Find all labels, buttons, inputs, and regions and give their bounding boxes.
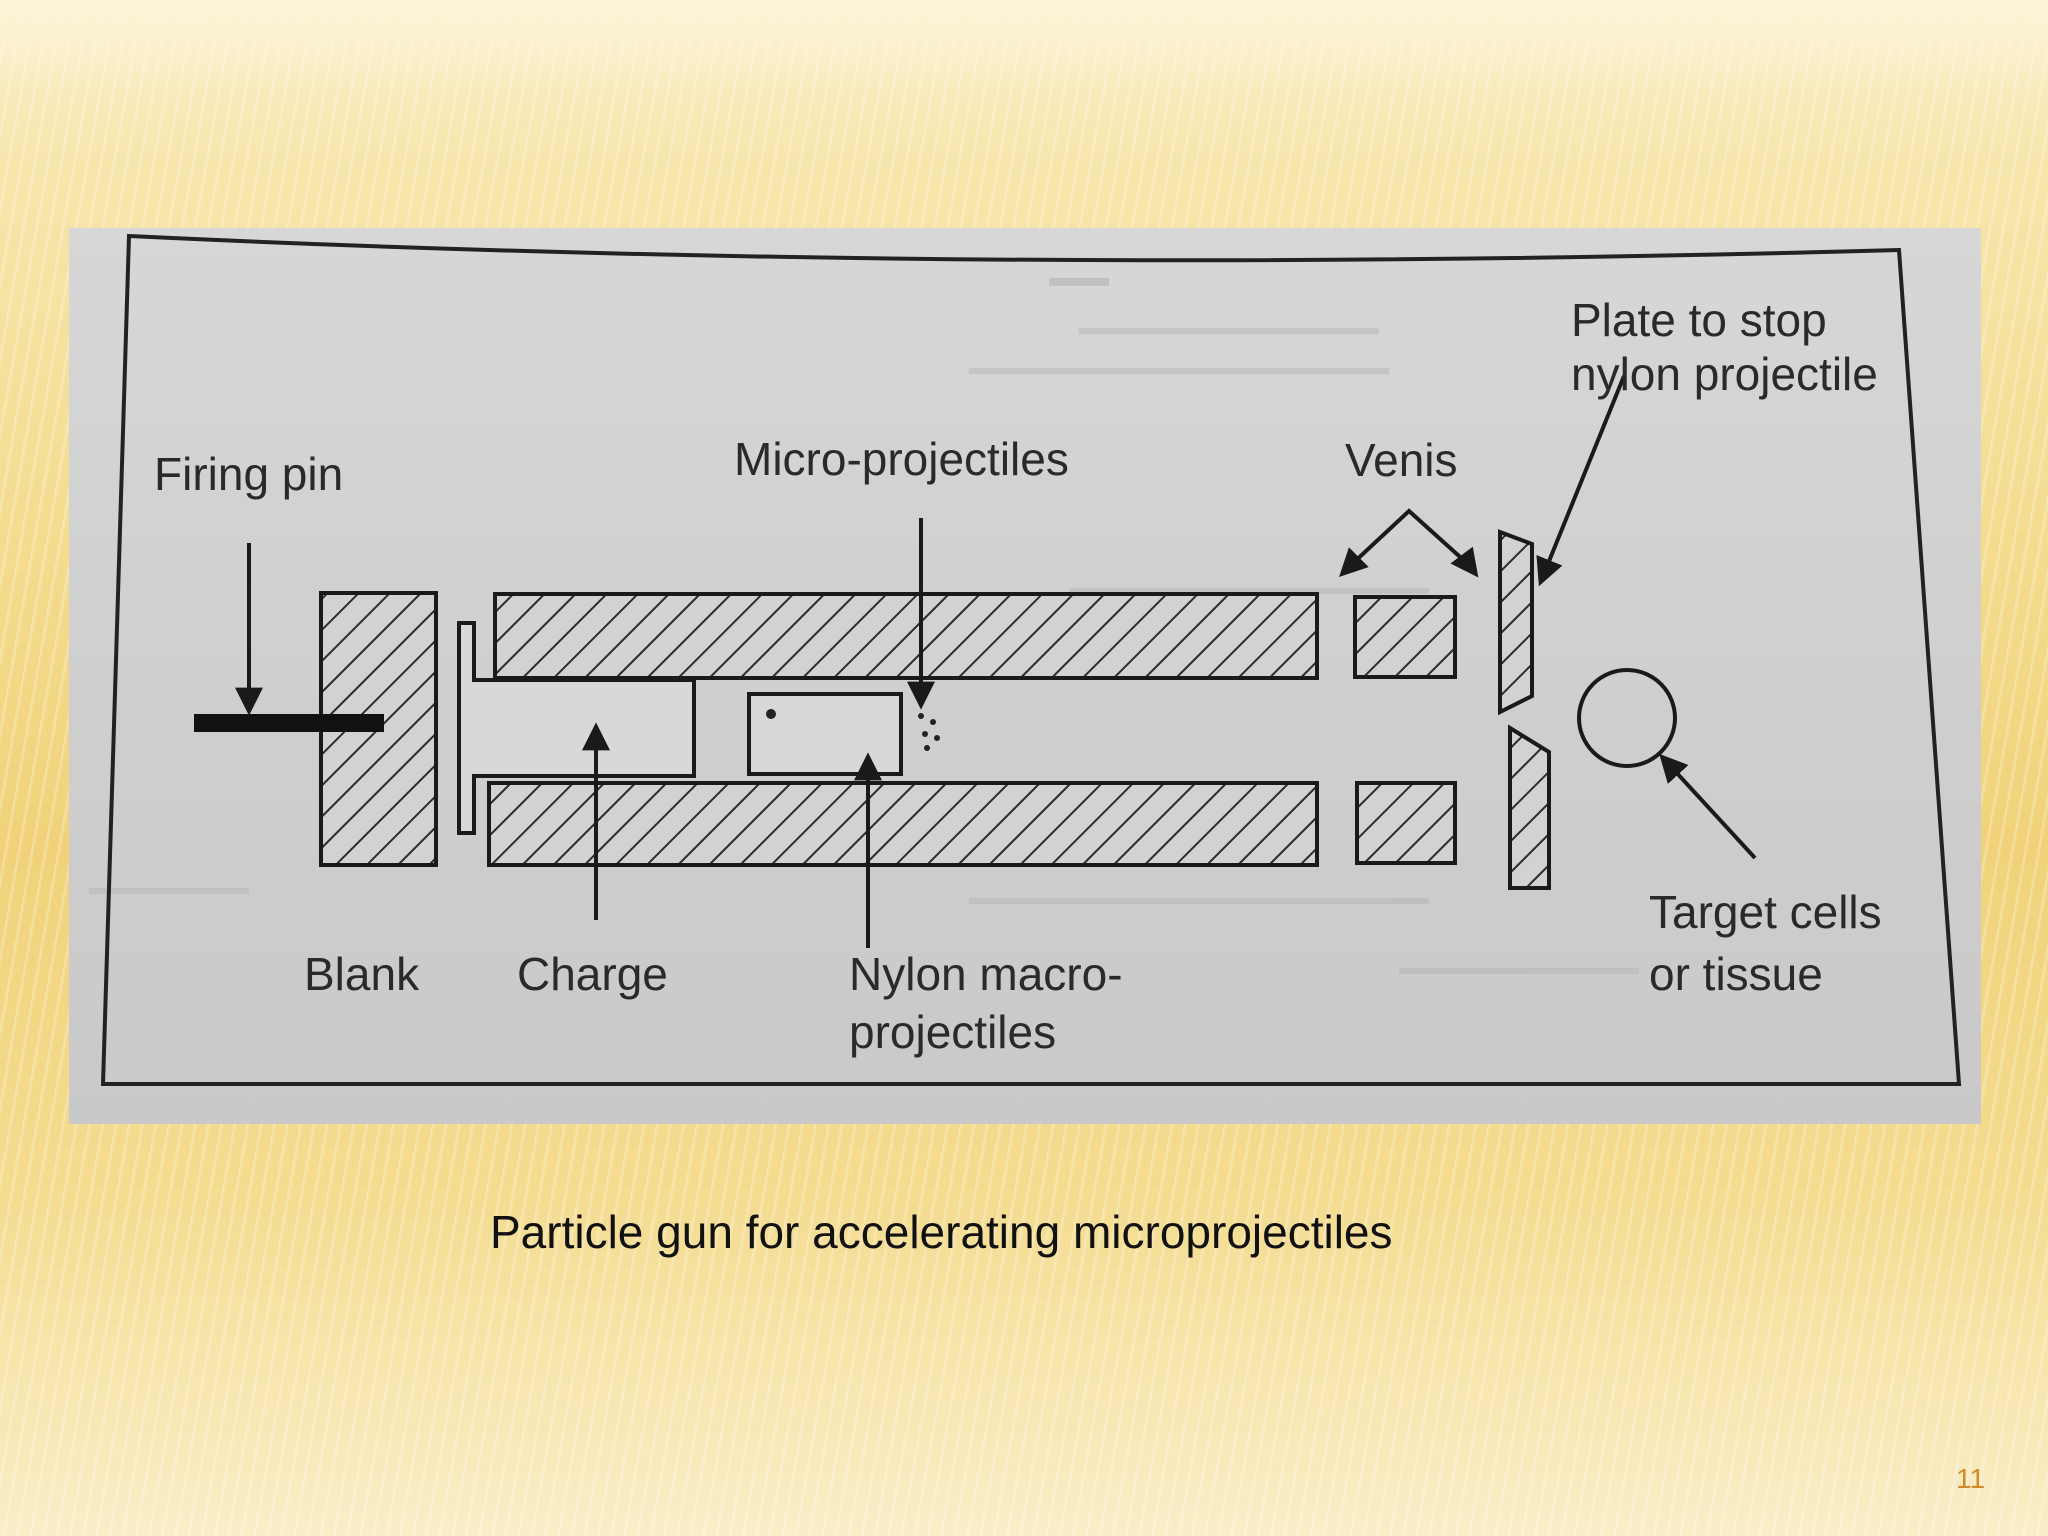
page-number: 11 [1956, 1463, 1986, 1494]
vent-block-lower [1355, 781, 1457, 865]
slide-caption: Particle gun for accelerating microproje… [490, 1206, 1393, 1258]
label-micro-projectiles: Micro-projectiles [734, 433, 1069, 485]
label-nylon-line1: Nylon macro- [849, 948, 1123, 1000]
plate-arrow [1536, 375, 1626, 587]
micro-projectile-particles [918, 713, 940, 751]
diagram-frame [100, 233, 1962, 1086]
venis-arrow-left [1339, 547, 1369, 577]
firing-pin [194, 714, 384, 732]
nylon-macroprojectile [747, 692, 903, 776]
label-firing-pin: Firing pin [154, 448, 343, 500]
label-plate-line2: nylon projectile [1571, 348, 1878, 400]
label-target-line1: Target cells [1649, 886, 1882, 938]
micro-particle-dot [766, 709, 776, 719]
label-venis: Venis [1345, 434, 1458, 486]
label-charge: Charge [517, 948, 668, 1000]
venis-bracket [1349, 508, 1471, 567]
target-arrow [1659, 753, 1757, 860]
top-band [0, 0, 2048, 90]
target-cells-circle [1577, 668, 1677, 768]
venis-arrow-right [1450, 546, 1479, 578]
diagram-photo: Firing pin Micro-projectiles Venis Plate… [69, 228, 1981, 1124]
label-blank: Blank [304, 948, 420, 1000]
charge-piston [457, 621, 696, 835]
barrel-lower [487, 781, 1319, 867]
vent-block-upper [1353, 595, 1457, 679]
background-texture [89, 278, 1639, 974]
stopping-plate-upper [1498, 529, 1534, 716]
stopping-plate-lower [1508, 724, 1551, 890]
label-plate-line1: Plate to stop [1571, 294, 1827, 346]
particle-gun-diagram: Firing pin Micro-projectiles Venis Plate… [89, 233, 1962, 1086]
label-target-line2: or tissue [1649, 948, 1823, 1000]
label-nylon-line2: projectiles [849, 1006, 1056, 1058]
barrel-upper [493, 592, 1319, 680]
